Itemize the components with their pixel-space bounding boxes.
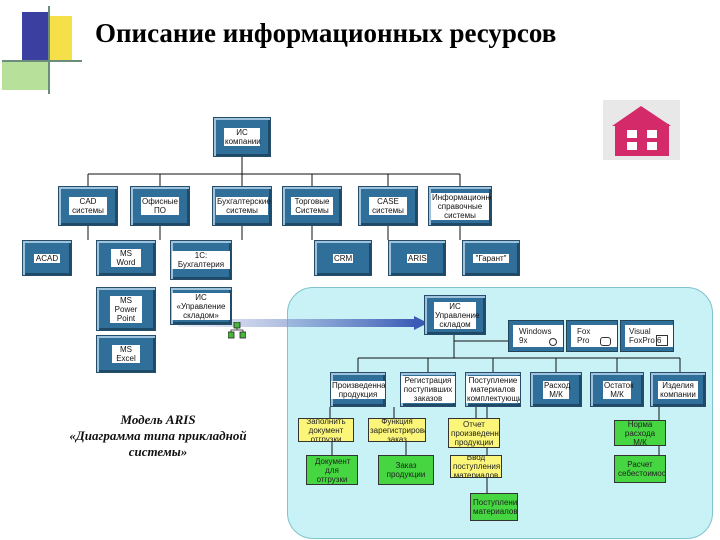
top-box-office[interactable]: Офисные ПО bbox=[130, 186, 190, 226]
top-label: CASE системы bbox=[369, 197, 407, 215]
function-label: Функция зарегистрировать заказ bbox=[370, 418, 425, 442]
database-icon bbox=[600, 337, 611, 346]
logo-house-icon bbox=[603, 100, 680, 160]
top-label: CAD системы bbox=[69, 197, 107, 215]
top-label: Торговые Системы bbox=[291, 197, 333, 215]
corner-line-v bbox=[48, 6, 50, 94]
module-label: Поступление материалов комплектующих bbox=[466, 376, 521, 403]
leaf-label: CRM bbox=[333, 253, 353, 263]
corner-square-green bbox=[2, 62, 50, 90]
output-label: Поступление материалов bbox=[473, 498, 518, 516]
corner-square-yellow bbox=[50, 16, 72, 60]
page-title: Описание информационных ресурсов bbox=[95, 18, 557, 48]
output-materials-received[interactable]: Поступление материалов bbox=[470, 493, 518, 521]
platform-foxpro[interactable]: Fox Pro bbox=[566, 320, 618, 352]
function-shipping-doc[interactable]: Заполнить документ отгрузки bbox=[298, 418, 354, 442]
function-label: Отчет произведенной продукции bbox=[451, 419, 499, 447]
top-label: Информационно справочные системы bbox=[431, 192, 492, 220]
platform-label: Visual FoxPro 6 bbox=[629, 327, 662, 345]
leaf-label: ARIS bbox=[407, 253, 427, 263]
module-label: Произведенная продукция bbox=[331, 380, 386, 399]
platform-visual-foxpro[interactable]: Visual FoxPro 6 bbox=[620, 320, 674, 352]
leaf-label: MS Excel bbox=[112, 345, 140, 363]
function-label: Ввод поступления материалов bbox=[453, 455, 501, 478]
output-label: Заказ продукции bbox=[386, 461, 426, 479]
module-materials-in[interactable]: Поступление материалов комплектующих bbox=[465, 372, 521, 407]
output-shipping-doc[interactable]: Документ для отгрузки bbox=[306, 455, 358, 485]
module-materials-out[interactable]: Расход М/К bbox=[530, 372, 582, 407]
leaf-label: ИС «Управление складом» bbox=[172, 292, 230, 320]
function-production-report[interactable]: Отчет произведенной продукции bbox=[448, 418, 500, 448]
corner-square-blue bbox=[22, 12, 50, 62]
diagram-caption: Модель ARIS «Диаграмма типа прикладной с… bbox=[48, 412, 268, 460]
module-produced[interactable]: Произведенная продукция bbox=[330, 372, 386, 407]
leaf-garant[interactable]: "Гарант" bbox=[462, 240, 520, 276]
root-box[interactable]: ИС компании bbox=[213, 117, 271, 157]
module-label: Изделия компании bbox=[658, 380, 698, 399]
function-register-order[interactable]: Функция зарегистрировать заказ bbox=[368, 418, 426, 442]
platform-label: Windows 9x bbox=[519, 327, 552, 345]
panel-root-label: ИС Управление складом bbox=[434, 301, 480, 329]
output-order[interactable]: Заказ продукции bbox=[378, 455, 434, 485]
leaf-acad[interactable]: ACAD bbox=[22, 240, 72, 276]
leaf-1c[interactable]: 1С: Бухгалтерия bbox=[170, 240, 232, 280]
module-orders[interactable]: Регистрация поступивших заказов bbox=[400, 372, 456, 407]
root-label: ИС компании bbox=[224, 128, 261, 146]
leaf-label: MS Power Point bbox=[110, 295, 142, 323]
leaf-ms-excel[interactable]: MS Excel bbox=[96, 335, 156, 373]
leaf-ms-powerpoint[interactable]: MS Power Point bbox=[96, 287, 156, 331]
platform-label: Fox Pro bbox=[577, 327, 591, 345]
document-icon bbox=[656, 335, 668, 346]
output-label: Документ для отгрузки bbox=[315, 456, 351, 484]
function-materials-input[interactable]: Ввод поступления материалов bbox=[450, 455, 502, 478]
top-label: Офисные ПО bbox=[141, 197, 179, 215]
module-products[interactable]: Изделия компании bbox=[650, 372, 706, 407]
module-label: Регистрация поступивших заказов bbox=[401, 376, 455, 403]
norm-consumption[interactable]: Норма расхода М/К bbox=[614, 420, 666, 446]
function-label: Заполнить документ отгрузки bbox=[306, 418, 346, 442]
top-box-trading[interactable]: Торговые Системы bbox=[282, 186, 342, 226]
norm-label: Расчет себестоимости bbox=[618, 460, 666, 478]
leaf-label: MS Word bbox=[111, 249, 141, 267]
module-stock[interactable]: Остаток М/К bbox=[590, 372, 644, 407]
leaf-aris[interactable]: ARIS bbox=[388, 240, 446, 276]
corner-line-h bbox=[2, 60, 82, 62]
panel-root-box[interactable]: ИС Управление складом bbox=[424, 295, 486, 335]
leaf-label: "Гарант" bbox=[473, 253, 509, 263]
caption-line2: «Диаграмма типа прикладной системы» bbox=[69, 428, 247, 459]
caption-line1: Модель ARIS bbox=[120, 412, 196, 427]
top-box-case[interactable]: CASE системы bbox=[358, 186, 418, 226]
link-arrow bbox=[178, 316, 428, 330]
norm-cost-calc[interactable]: Расчет себестоимости bbox=[614, 455, 666, 483]
module-label: Расход М/К bbox=[543, 380, 571, 399]
database-icon bbox=[549, 338, 557, 346]
leaf-ms-word[interactable]: MS Word bbox=[96, 240, 156, 276]
leaf-is-warehouse[interactable]: ИС «Управление складом» bbox=[170, 287, 232, 325]
leaf-label: ACAD bbox=[34, 253, 60, 263]
aris-connector-icon bbox=[227, 321, 247, 340]
module-label: Остаток М/К bbox=[603, 380, 634, 399]
leaf-crm[interactable]: CRM bbox=[314, 240, 372, 276]
norm-label: Норма расхода М/К bbox=[624, 420, 656, 446]
top-label: Бухгалтерские системы bbox=[216, 197, 271, 215]
top-box-reference[interactable]: Информационно справочные системы bbox=[428, 186, 492, 226]
platform-windows[interactable]: Windows 9x bbox=[508, 320, 564, 352]
leaf-label: 1С: Бухгалтерия bbox=[172, 251, 230, 269]
top-box-accounting[interactable]: Бухгалтерские системы bbox=[212, 186, 272, 226]
top-box-cad[interactable]: CAD системы bbox=[58, 186, 118, 226]
